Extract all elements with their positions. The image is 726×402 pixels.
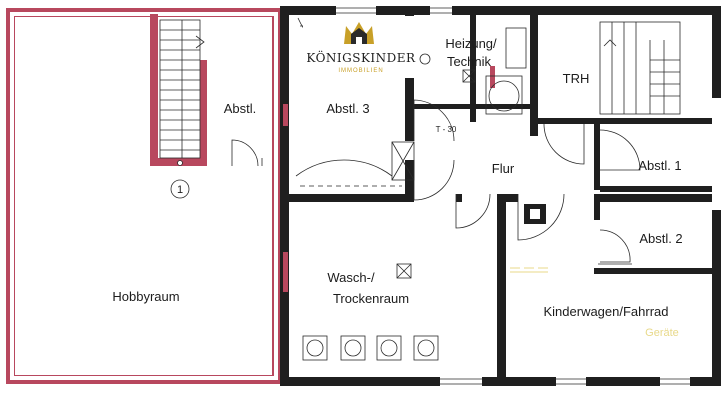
label-trh: TRH [563,71,590,86]
marker-number: 1 [177,184,183,196]
crown-icon [344,22,374,44]
shaft-box [391,141,415,181]
washer-icon [413,335,439,361]
light-icon-wash [396,263,412,279]
wall-accents [283,66,495,292]
faint-markings [510,267,548,273]
label-flur: Flur [492,161,515,176]
washer-icon [376,335,402,361]
label-wasch: Wasch-/ [327,270,375,285]
windows [336,6,690,386]
label-door-code: T - 30 [436,125,457,134]
room-labels: Hobbyraum Abstl. Abstl. 3 Heizung/ Techn… [112,36,682,339]
right-staircase [599,21,681,115]
stair-newel [177,160,183,166]
heating-equipment [485,27,527,115]
label-abstl-1: Abstl. 1 [638,158,681,173]
label-abstl-left: Abstl. [224,101,257,116]
chimney [524,204,546,224]
label-abstl-2: Abstl. 2 [639,231,682,246]
label-trockenraum: Trockenraum [333,291,409,306]
left-staircase [159,19,205,159]
label-kinderwagen: Kinderwagen/Fahrrad [543,304,668,319]
washer-icon [302,335,328,361]
logo: KÖNIGSKINDER IMMOBILIEN [303,16,419,78]
logo-subtitle: IMMOBILIEN [338,68,383,74]
hobbyraum-walls [6,8,282,384]
label-abstl-3: Abstl. 3 [326,101,369,116]
label-hobbyraum: Hobbyraum [112,289,179,304]
washing-machines [302,335,439,361]
label-geraete: Geräte [645,327,679,339]
outlet-icon [419,53,431,65]
washer-icon [340,335,366,361]
label-technik: Technik [447,54,492,69]
light-symbols [396,53,476,279]
light-icon-heating [462,69,476,83]
marker-circle [170,179,190,199]
label-heizung: Heizung/ [445,36,497,51]
logo-name: KÖNIGSKINDER [306,49,416,65]
doors [231,17,641,265]
